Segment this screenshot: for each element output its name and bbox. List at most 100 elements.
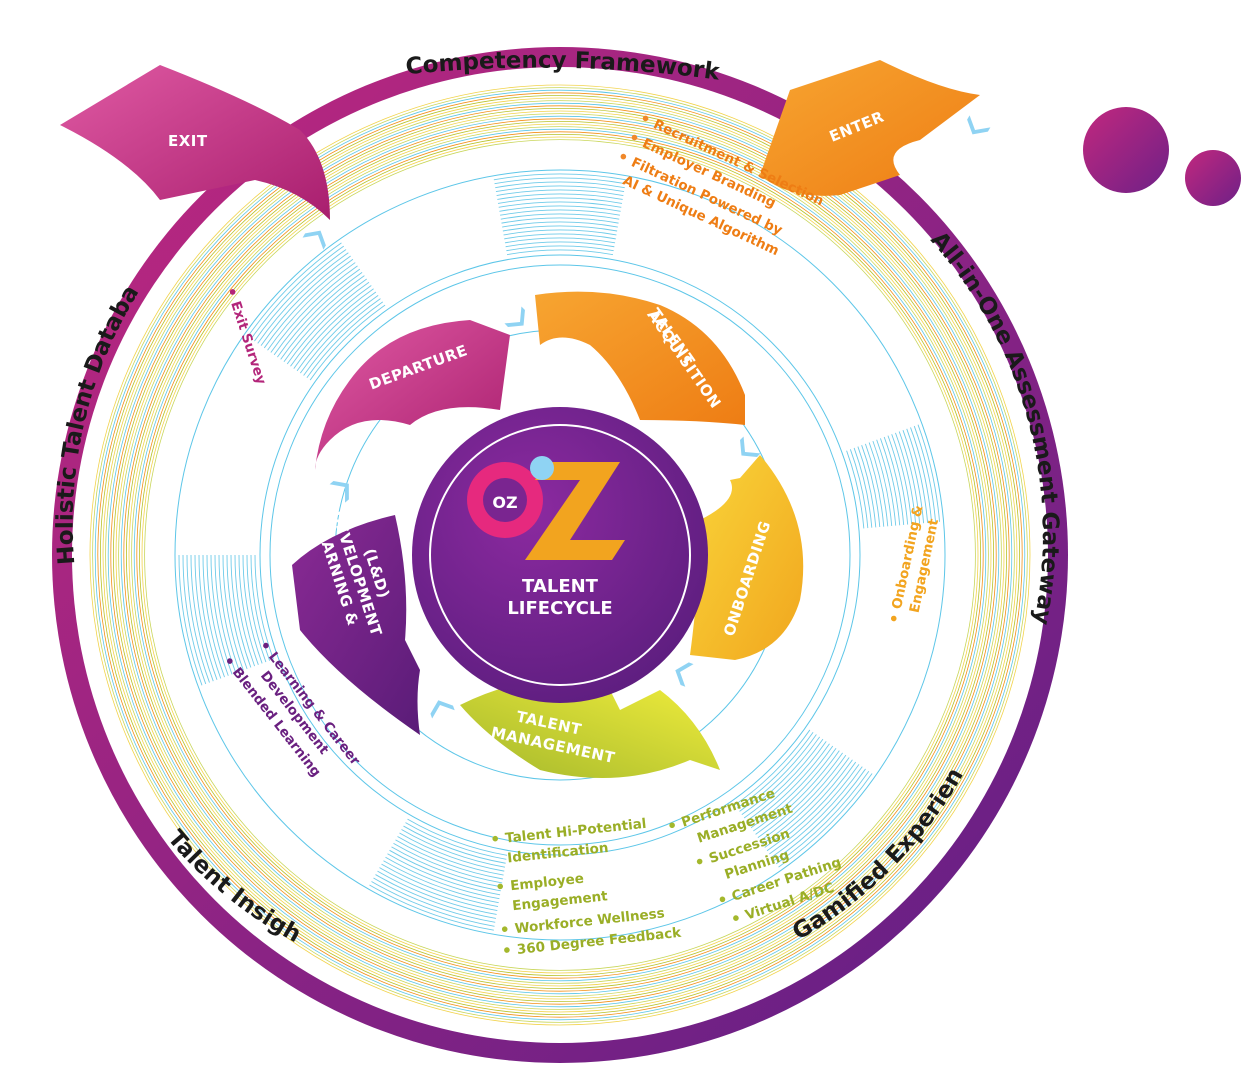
center-label-line1: TALENT <box>522 576 599 597</box>
sector-hatch-line <box>286 281 370 365</box>
sector-hatch-line <box>499 205 621 212</box>
exit-label: EXIT <box>168 132 208 150</box>
sector-hatch-line <box>385 856 500 900</box>
sector-hatch-line <box>500 209 620 216</box>
ring-stripe <box>138 133 982 977</box>
ring-stripe <box>112 107 1008 1003</box>
ring-guide-2 <box>259 254 861 856</box>
sector-hatch-line <box>505 241 615 248</box>
chevron-arrow-icon <box>430 700 455 719</box>
sector-hatch-line <box>498 201 622 208</box>
ring-guide-1 <box>174 169 946 941</box>
stage-onboarding: ONBOARDING <box>690 455 804 660</box>
sector-hatch-line <box>895 432 917 524</box>
sector-hatch-line <box>741 736 821 816</box>
sector-hatch-line <box>910 427 933 523</box>
sector-hatch-line <box>218 554 240 672</box>
sector-hatch-line <box>273 268 361 356</box>
sector-hatch-line <box>496 189 624 196</box>
sector-hatch-line <box>371 881 495 927</box>
sector-hatch-line <box>775 770 870 865</box>
sector-hatch-line <box>757 752 843 838</box>
ring-stripe <box>115 110 1005 1000</box>
ring-stripe <box>97 92 1023 1018</box>
sector-hatch-line <box>502 225 618 232</box>
sector-hatch-line <box>497 197 623 204</box>
chevron-arrow-icon <box>967 115 991 135</box>
sector-hatch-line <box>864 443 885 527</box>
sector-hatch-line <box>186 554 210 683</box>
sector-hatch-line <box>263 258 354 349</box>
sector-hatch-line <box>383 860 499 904</box>
chevron-arrow-icon <box>675 662 694 687</box>
chevron-arrow-icon <box>740 436 761 457</box>
sector-hatch-line <box>210 554 233 675</box>
sector-hatch-line <box>198 554 222 679</box>
ring-stripe <box>105 100 1015 1010</box>
sector-hatch-line <box>880 438 901 526</box>
sector-hatch-line <box>296 291 377 372</box>
sector-hatch-line <box>230 554 252 668</box>
ring-stripe <box>99 94 1021 1016</box>
ring-pinstripes <box>89 84 1031 1026</box>
sector-hatch-line <box>750 745 834 829</box>
decor-bubble-large <box>1083 107 1169 193</box>
sector-hatch-line <box>375 874 497 919</box>
sector-hatch-line <box>883 436 905 525</box>
sector-hatch-line <box>395 839 503 880</box>
sector-hatch-line <box>403 825 506 864</box>
sector-hatch-line <box>917 424 940 522</box>
sector-hatch-line <box>280 275 365 360</box>
chevron-arrow-icon <box>504 306 525 327</box>
stage-learning-development: LEARNING & DEVELOPMENT (L&D) <box>292 508 420 735</box>
ring-stripe <box>141 136 979 974</box>
sector-hatch-line <box>773 768 866 861</box>
sector-hatch-line <box>764 759 853 848</box>
sector-hatch-line <box>762 757 850 845</box>
sector-hatch-line <box>739 734 817 812</box>
sector-hatch-line <box>270 265 358 353</box>
sector-hatch-line <box>872 440 893 527</box>
oz-logo: OZ <box>467 456 625 560</box>
ring-stripe <box>128 123 992 987</box>
ring-guide-3 <box>269 264 851 846</box>
sector-hatch-line <box>222 554 244 671</box>
sector-hatch-line <box>759 754 847 842</box>
sector-hatch-line <box>194 554 218 680</box>
sector-hatch-line <box>393 842 503 884</box>
oz-logo-text: OZ <box>492 493 517 512</box>
ring-stripe <box>89 84 1031 1026</box>
sector-hatch-line <box>283 278 367 362</box>
sector-hatch-line <box>190 554 214 682</box>
sector-hatch-line <box>743 738 824 819</box>
sector-hatch-line <box>254 249 347 342</box>
sector-hatch-line <box>504 237 616 244</box>
sector-hatch-line <box>861 445 881 528</box>
sector-hatch-line <box>494 177 626 185</box>
sector-hatch-line <box>401 829 506 868</box>
sector-hatch-line <box>506 249 614 256</box>
sector-hatch-line <box>857 446 877 528</box>
sector-hatch-line <box>766 761 857 852</box>
sector-hatch-line <box>391 846 502 888</box>
sector-hatch-line <box>238 554 259 665</box>
sector-hatch-line <box>257 252 349 344</box>
sector-hatch-line <box>868 442 889 527</box>
ring-stripe <box>107 102 1013 1008</box>
sector-hatch-line <box>309 304 386 381</box>
sector-hatches <box>178 173 940 931</box>
sector-hatch-line <box>373 877 496 923</box>
sector-hatch-line <box>303 298 381 376</box>
center-label-line2: LIFECYCLE <box>507 598 612 619</box>
sector-hatch-line <box>501 217 619 224</box>
sector-hatch-line <box>206 554 229 676</box>
sector-hatch-line <box>769 764 860 855</box>
sector-hatch-line <box>407 818 508 856</box>
sector-hatch-line <box>389 849 501 892</box>
sector-hatch-line <box>734 729 811 806</box>
sector-hatch-line <box>405 822 507 860</box>
sector-hatch-line <box>753 748 837 832</box>
sector-hatch-line <box>497 193 623 200</box>
sector-hatch-line <box>381 863 499 908</box>
